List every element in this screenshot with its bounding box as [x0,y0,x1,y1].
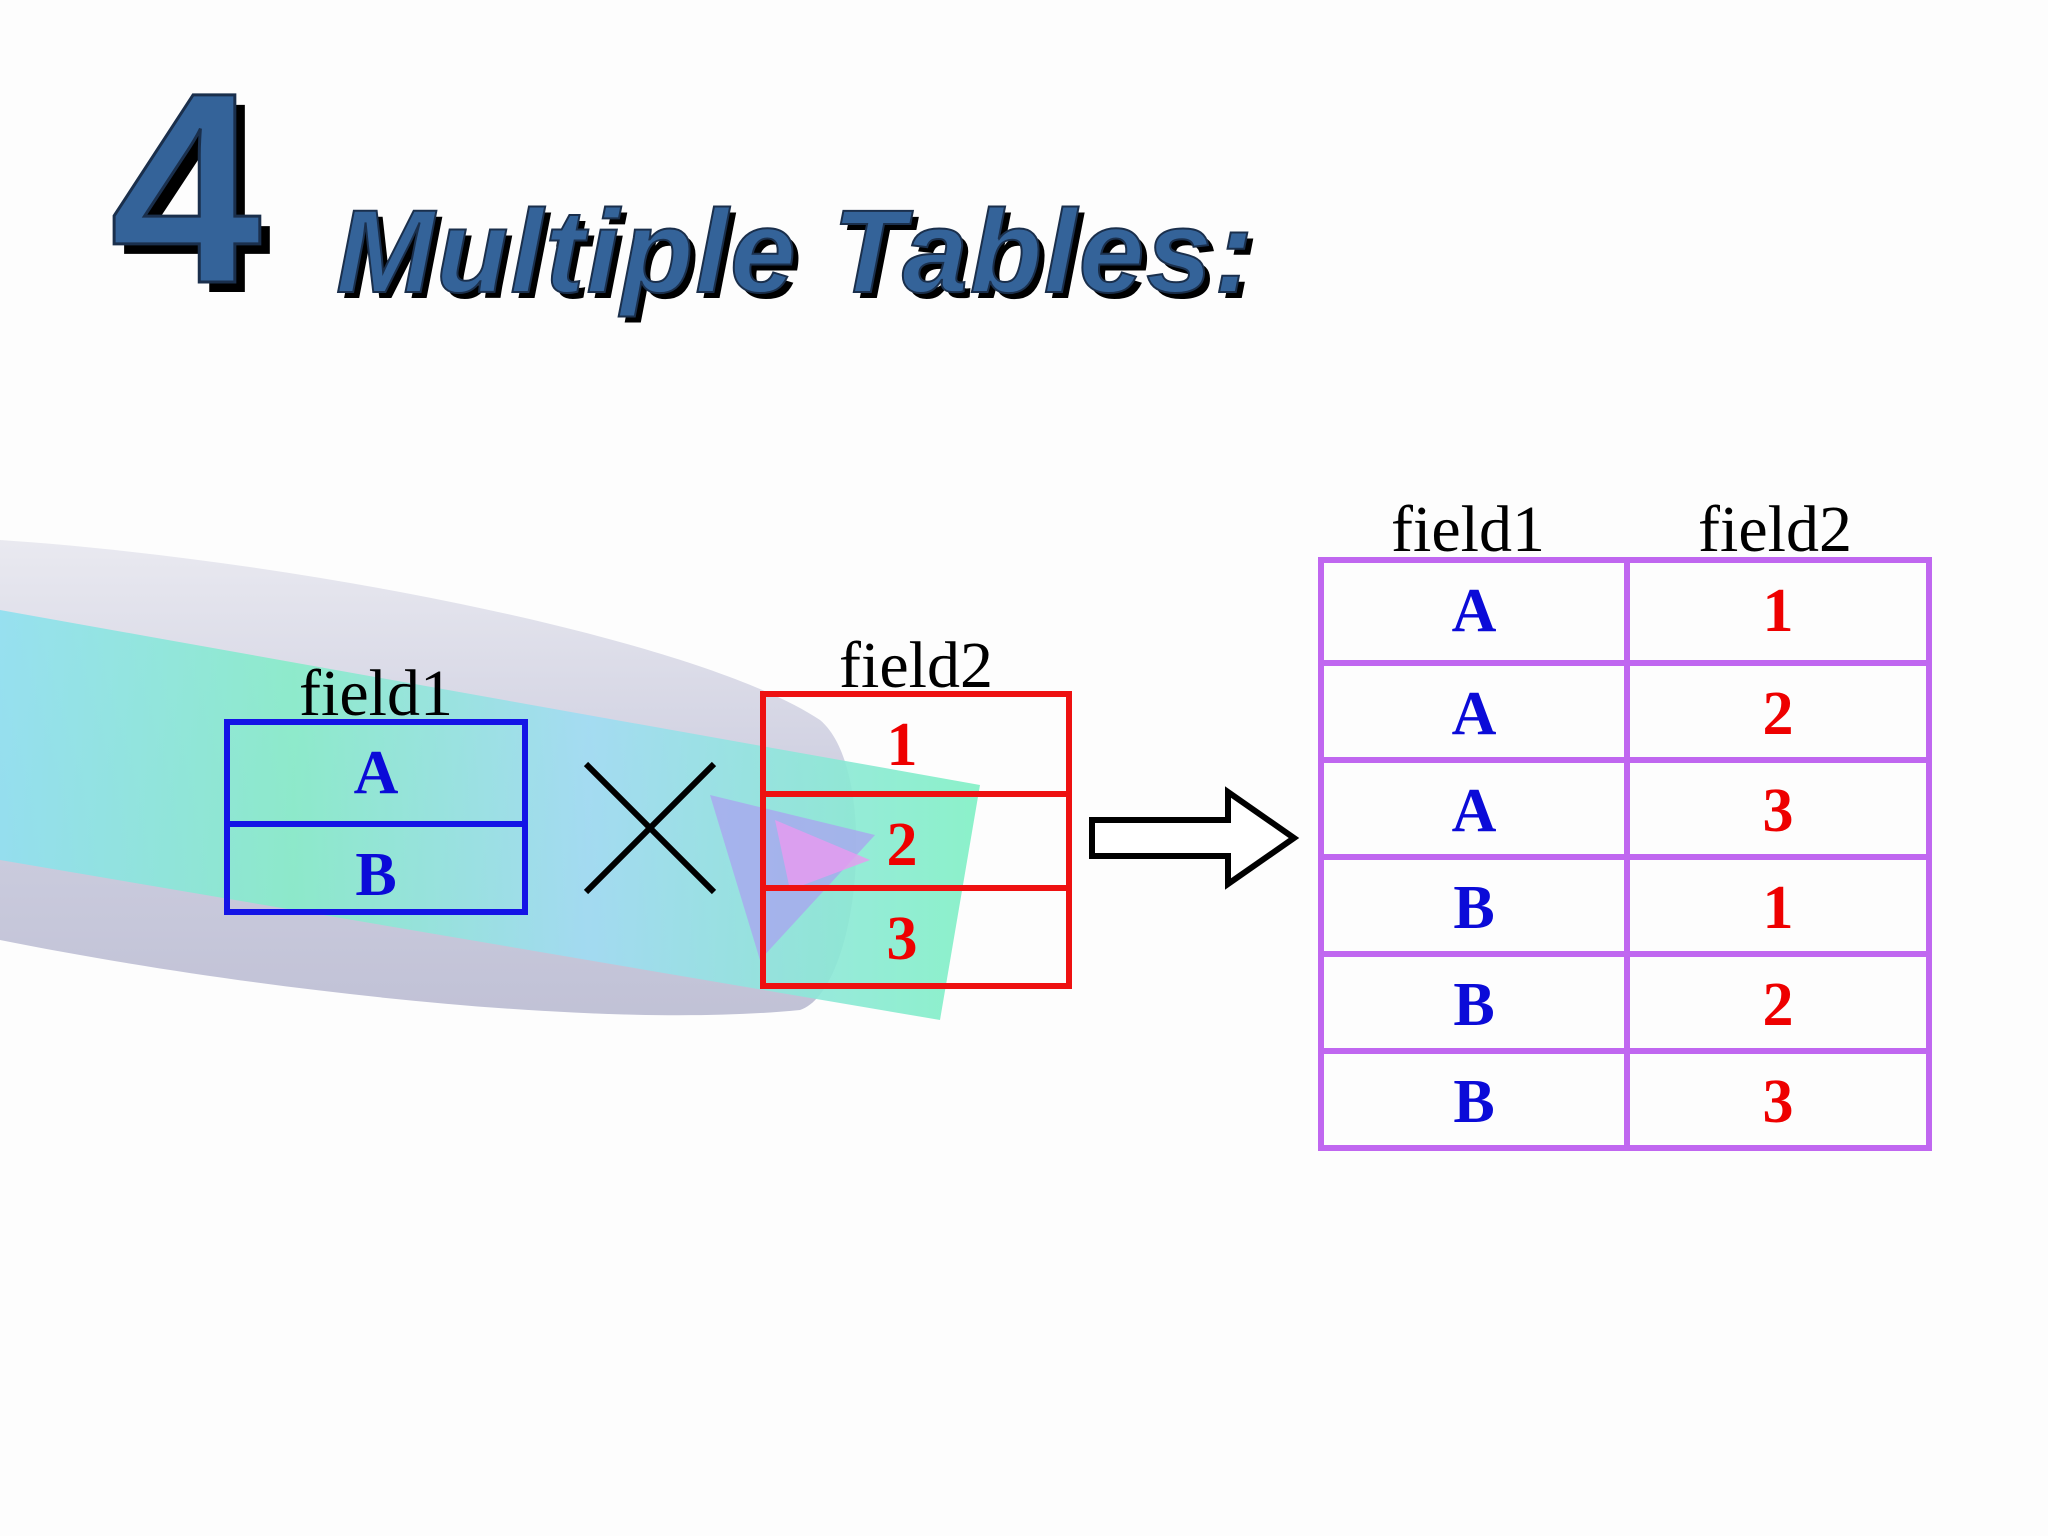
result-cell-field2: 2 [1762,680,1794,748]
table2: 1 2 3 [760,691,1072,989]
cross-product-x-icon [583,761,717,895]
result-cell-field1: B [1453,874,1495,942]
result-cell-field2: 3 [1762,777,1794,845]
result-table: A 1 A 2 A 3 B 1 B 2 B 3 [1318,557,1932,1151]
table2-header: field2 [839,629,993,702]
table2-cell: 2 [886,811,918,879]
result-cell-field2: 2 [1762,971,1794,1039]
table1-header: field1 [299,657,453,730]
table1-cell: B [355,841,397,909]
table2-row: 2 [766,791,1066,891]
result-header-field1: field1 [1391,493,1545,566]
table2-row: 1 [766,697,1066,791]
right-arrow-icon [1089,786,1300,890]
table1-row: A [230,725,522,821]
table1-row: B [230,821,522,923]
result-cell-field1: A [1451,680,1497,748]
result-cell-field1: B [1453,1068,1495,1136]
result-cell-field1: A [1451,777,1497,845]
result-cell-field1: A [1451,577,1497,645]
result-cell-field2: 1 [1762,577,1794,645]
slide-number: 4 [108,36,262,340]
result-row: A 1 [1324,563,1926,660]
result-cell-field1: B [1453,971,1495,1039]
table1-cell: A [353,739,399,807]
table2-cell: 3 [886,905,918,973]
result-cell-field2: 1 [1762,874,1794,942]
result-header-field2: field2 [1698,493,1852,566]
slide-title: Multiple Tables: [335,185,1256,319]
table2-row: 3 [766,885,1066,985]
result-cell-field2: 3 [1762,1068,1794,1136]
table2-cell: 1 [886,711,918,779]
table1: A B [224,719,528,915]
result-column-divider [1624,563,1630,1145]
